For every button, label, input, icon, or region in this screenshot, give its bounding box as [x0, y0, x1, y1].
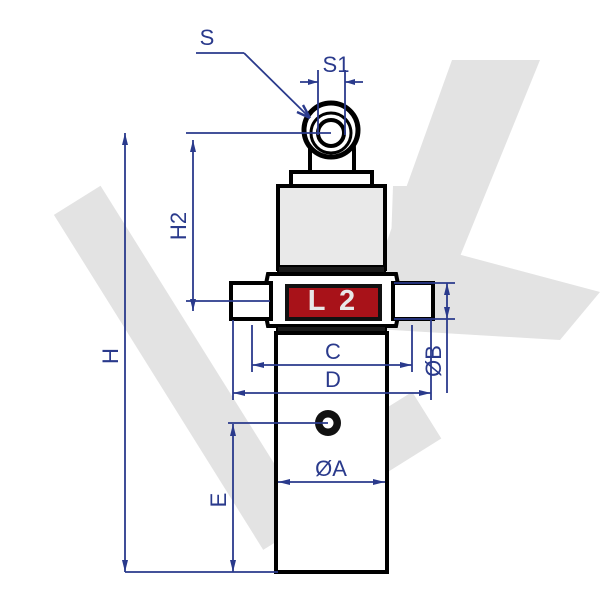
dimension-label-OA: ØA — [315, 456, 347, 481]
dimension-label-E: E — [206, 493, 231, 508]
upper-barrel — [276, 184, 387, 271]
dimension-layer — [122, 52, 455, 573]
lower-barrel — [274, 331, 389, 574]
dimension-label-S1: S1 — [323, 52, 350, 77]
dimension-label-H: H — [98, 348, 123, 364]
name-plate: L 2 — [285, 284, 382, 321]
right-port-boss — [391, 281, 435, 321]
dimension-H2 — [186, 132, 331, 311]
dimension-label-OB: ØB — [421, 345, 446, 377]
dimension-S1 — [300, 70, 363, 135]
name-plate-text: L 2 — [308, 285, 358, 317]
dimension-S — [196, 52, 312, 120]
dimension-label-C: C — [325, 339, 341, 364]
dimension-E — [228, 422, 328, 572]
dimension-D — [232, 320, 432, 400]
dimension-label-D: D — [325, 367, 341, 392]
dimension-H — [122, 133, 278, 573]
dimension-OA — [278, 479, 385, 485]
dimension-label-S: S — [200, 25, 215, 50]
cylinder-outline-group: L 2 — [229, 100, 435, 574]
dimension-C — [251, 325, 413, 372]
dimension-label-H2: H2 — [166, 212, 191, 240]
dimension-OB — [394, 282, 455, 393]
rod-collar — [289, 170, 374, 188]
dimension-text-layer: S S1 H2 H E C D ØB ØA — [98, 25, 446, 507]
